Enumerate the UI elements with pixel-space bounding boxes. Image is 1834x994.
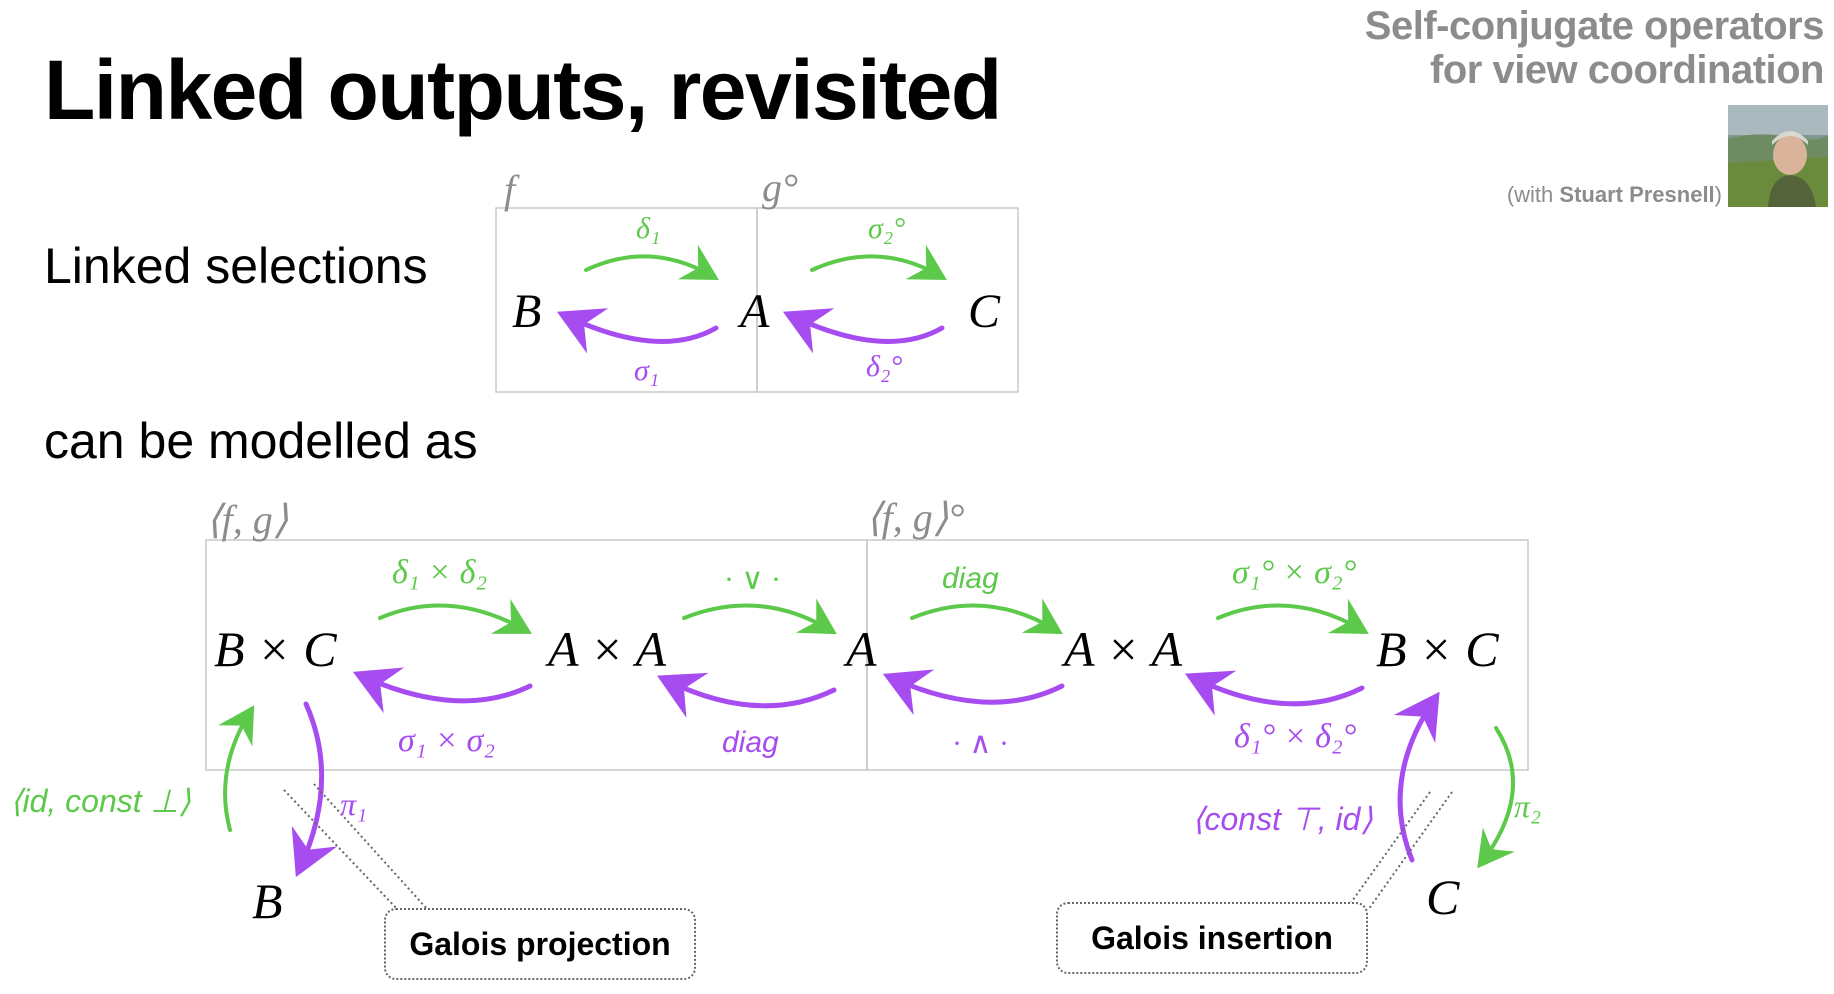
- node-axa-left: A × A: [548, 621, 667, 677]
- label-const-top-id: ⟨const ⊤, id⟩: [1192, 801, 1373, 837]
- linked-selections-text: Linked selections: [44, 238, 428, 294]
- author-photo-drawing: [1728, 105, 1828, 207]
- credit-name: Stuart Presnell: [1559, 182, 1715, 207]
- label-diag-right: diag: [942, 562, 999, 595]
- node-c-outer: C: [1426, 869, 1460, 925]
- arrow-diag-right: [910, 598, 1063, 635]
- arrow-meet: [882, 669, 1065, 716]
- credit-suffix: ): [1714, 182, 1722, 207]
- credit: (with Stuart Presnell): [1507, 182, 1722, 208]
- modelled-as-text: can be modelled as: [44, 413, 478, 469]
- label-sigma-conj-prod: σ₁° × σ₂°: [1232, 554, 1357, 591]
- top-arrow-sigma2: [810, 244, 947, 281]
- label-delta-prod: δ₁ × δ₂: [392, 554, 488, 591]
- node-bxc-right: B × C: [1376, 621, 1499, 677]
- bottom-box-fg-conj-label: ⟨f, g⟩°: [866, 495, 965, 540]
- arrow-pi2: [1477, 726, 1515, 869]
- galois-projection-text: Galois projection: [409, 925, 671, 962]
- top-node-a: A: [740, 285, 770, 338]
- corner-title-line1: Self-conjugate operators: [1364, 4, 1825, 48]
- galois-insertion-text: Galois insertion: [1091, 919, 1333, 956]
- slide-title: Linked outputs, revisited: [44, 43, 1002, 137]
- credit-prefix: (with: [1506, 182, 1560, 207]
- node-b-outer: B: [252, 873, 283, 929]
- projection-leader-2: [313, 783, 429, 911]
- node-axa-right: A × A: [1064, 621, 1183, 677]
- top-label-sigma2: σ₂°: [868, 212, 906, 245]
- top-label-delta2: δ₂°: [866, 350, 903, 383]
- corner-title-line2: for view coordination: [1430, 48, 1824, 92]
- label-id-const-bot: ⟨id, const ⊥⟩: [10, 783, 191, 819]
- insertion-leader-2: [1367, 791, 1453, 911]
- author-photo: [1728, 105, 1828, 207]
- top-arrow-delta2: [782, 308, 945, 354]
- label-delta-conj-prod: δ₁° × δ₂°: [1234, 718, 1357, 755]
- arrow-const-top-id: [1393, 691, 1440, 863]
- top-box-f-label: f: [504, 167, 516, 212]
- top-label-sigma1: σ₁: [634, 354, 660, 387]
- label-pi1: π₁: [340, 786, 368, 822]
- galois-projection-callout: Galois projection: [384, 908, 696, 980]
- arrow-delta-prod: [378, 598, 532, 634]
- bottom-box-fg-label: ⟨f, g⟩: [206, 497, 289, 542]
- arrow-delta-conj-prod: [1184, 670, 1365, 716]
- label-join: · ∨ ·: [724, 563, 781, 596]
- corner-title: Self-conjugate operators for view coordi…: [1364, 4, 1825, 92]
- arrow-id-const-bot: [218, 705, 255, 832]
- label-sigma-prod: σ₁ × σ₂: [398, 722, 496, 759]
- arrow-sigma-conj-prod: [1216, 598, 1369, 635]
- bottom-box-fg-conj: [866, 539, 1529, 771]
- top-node-b: B: [512, 285, 542, 338]
- top-box-g: [756, 207, 1019, 393]
- label-pi2: π₂: [1514, 788, 1542, 824]
- top-arrow-delta1: [584, 244, 719, 281]
- arrow-diag-left: [657, 672, 837, 718]
- top-box-g-label: g°: [762, 165, 798, 210]
- arrow-pi1: [291, 701, 338, 878]
- label-meet: · ∧ ·: [952, 727, 1009, 760]
- label-diag-left: diag: [722, 726, 779, 759]
- arrow-join: [682, 598, 837, 635]
- node-a-center: A: [846, 621, 877, 677]
- galois-insertion-callout: Galois insertion: [1056, 902, 1368, 974]
- top-arrow-sigma1: [556, 308, 719, 354]
- arrow-sigma-prod: [352, 667, 533, 714]
- top-label-delta1: δ₁: [636, 212, 661, 245]
- top-node-c: C: [968, 285, 1001, 338]
- node-bxc-left: B × C: [214, 621, 337, 677]
